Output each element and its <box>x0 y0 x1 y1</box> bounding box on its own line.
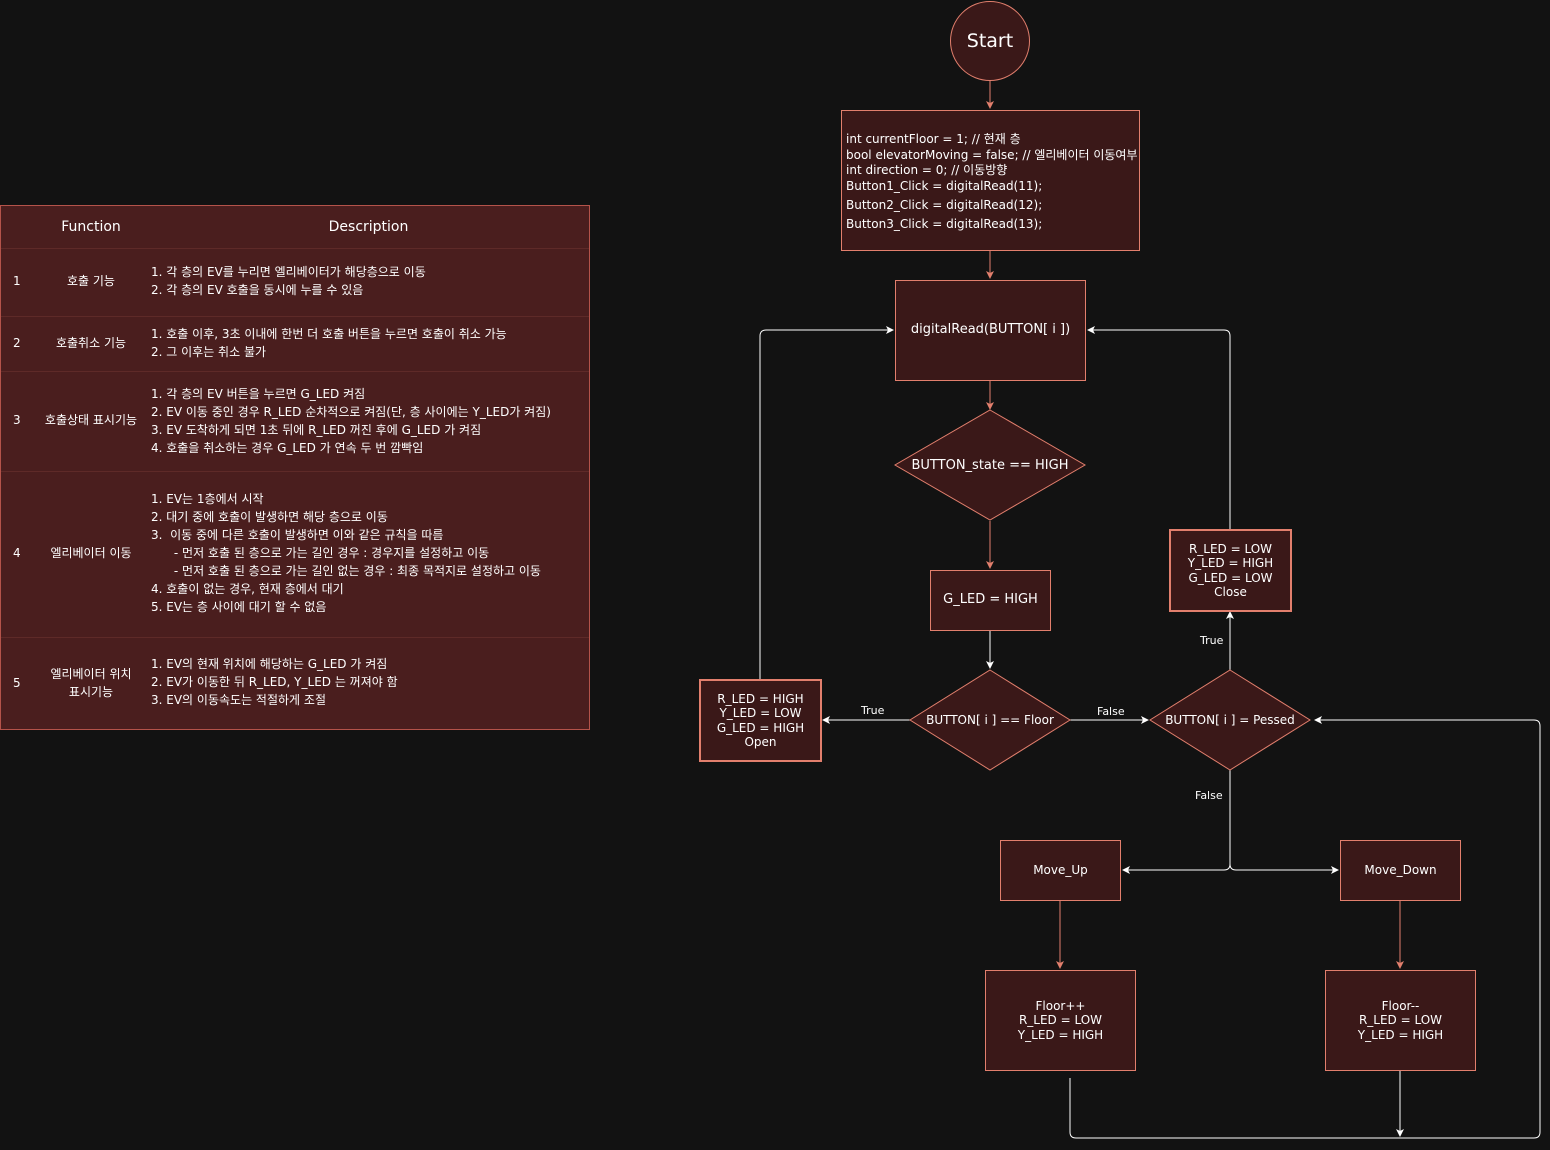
description-line: 1. EV의 현재 위치에 해당하는 G_LED 가 켜짐 <box>151 657 388 671</box>
g-led-high-node: G_LED = HIGH <box>930 570 1051 631</box>
table-row: 2 호출취소 기능 1. 호출 이후, 3초 이내에 한번 더 호출 버튼을 누… <box>1 316 589 372</box>
decision-button-floor: BUTTON[ i ] == Floor <box>926 713 1054 727</box>
code-line: int direction = 0; // 이동방향 <box>846 163 1008 177</box>
decision-button-state: BUTTON_state == HIGH <box>911 457 1069 473</box>
label-false-move: False <box>1193 789 1225 802</box>
table-row: 3 호출상태 표시기능 1. 각 층의 EV 버튼을 누르면 G_LED 켜짐 2… <box>1 371 589 472</box>
row-number: 4 <box>13 546 21 560</box>
row-number: 1 <box>13 274 21 288</box>
description-line: 3. EV 도착하게 되면 1초 뒤에 R_LED 꺼진 후에 G_LED 가 … <box>151 423 482 437</box>
row-description: 1. 각 층의 EV를 누리면 엘리베이터가 해당층으로 이동 2. 각 층의 E… <box>151 263 586 299</box>
label-true-close: True <box>1198 634 1226 647</box>
edge-close-loop-back <box>1087 326 1231 530</box>
row-description: 1. 호출 이후, 3초 이내에 한번 더 호출 버튼을 누르면 호출이 취소 … <box>151 325 586 361</box>
label-false-pressed: False <box>1095 705 1127 718</box>
description-line: 3. EV의 이동속도는 적절하게 조절 <box>151 693 326 707</box>
edge-open-loop-back <box>759 326 894 680</box>
table-row: 5 엘리베이터 위치 표시기능 1. EV의 현재 위치에 해당하는 G_LED… <box>1 637 589 730</box>
description-line: 3. 이동 중에 다른 호출이 발생하면 이와 같은 규칙을 따름 <box>151 528 444 542</box>
floor-increment-node: Floor++ R_LED = LOW Y_LED = HIGH <box>985 970 1136 1071</box>
header-function: Function <box>61 219 121 235</box>
description-line: 2. 각 층의 EV 호출을 동시에 누를 수 있음 <box>151 283 364 297</box>
row-description: 1. EV는 1층에서 시작 2. 대기 중에 호출이 발생하면 해당 층으로 이… <box>151 490 586 616</box>
description-line: 1. EV는 1층에서 시작 <box>151 492 264 506</box>
code-line: int currentFloor = 1; // 현재 층 <box>846 132 1021 146</box>
row-function: 엘리베이터 위치 표시기능 <box>50 667 132 699</box>
description-line: 2. 대기 중에 호출이 발생하면 해당 층으로 이동 <box>151 510 388 524</box>
row-number: 3 <box>13 413 21 427</box>
digitalread-node: digitalRead(BUTTON[ i ]) <box>895 280 1086 381</box>
label-true-open: True <box>859 704 887 717</box>
description-line: - 먼저 호출 된 층으로 가는 길인 경우 : 경우지를 설정하고 이동 <box>151 546 490 560</box>
header-description: Description <box>328 219 409 235</box>
row-function: 호출취소 기능 <box>55 336 127 350</box>
description-line: 4. 호출을 취소하는 경우 G_LED 가 연속 두 번 깜빡임 <box>151 441 424 455</box>
row-description: 1. EV의 현재 위치에 해당하는 G_LED 가 켜짐 2. EV가 이동한 … <box>151 655 586 709</box>
decision-state-shape <box>894 409 1086 521</box>
description-line: 2. 그 이후는 취소 불가 <box>151 345 267 359</box>
description-line: 1. 각 층의 EV 버튼을 누르면 G_LED 켜짐 <box>151 387 366 401</box>
description-line: 5. EV는 층 사이에 대기 할 수 없음 <box>151 600 327 614</box>
code-line: Button1_Click = digitalRead(11); <box>846 178 1043 193</box>
function-table: Function Description 1 호출 기능 1. 각 층의 EV를… <box>0 205 590 730</box>
close-door-node: R_LED = LOW Y_LED = HIGH G_LED = LOW Clo… <box>1169 529 1292 612</box>
decision-button-pressed: BUTTON[ i ] = Pessed <box>1165 713 1295 727</box>
floor-decrement-node: Floor-- R_LED = LOW Y_LED = HIGH <box>1325 970 1476 1071</box>
table-header-row: Function Description <box>1 206 589 249</box>
edge-pressed-false-down <box>1229 863 1339 874</box>
description-line: 1. 호출 이후, 3초 이내에 한번 더 호출 버튼을 누르면 호출이 취소 … <box>151 327 507 341</box>
table-row: 4 엘리베이터 이동 1. EV는 1층에서 시작 2. 대기 중에 호출이 발생… <box>1 471 589 638</box>
description-line: 2. EV 이동 중인 경우 R_LED 순차적으로 켜짐(단, 층 사이에는 … <box>151 405 551 419</box>
table-row: 1 호출 기능 1. 각 층의 EV를 누리면 엘리베이터가 해당층으로 이동 2… <box>1 248 589 317</box>
code-line: Button2_Click = digitalRead(12); <box>846 197 1043 212</box>
description-line: 4. 호출이 없는 경우, 현재 층에서 대기 <box>151 582 344 596</box>
open-door-node: R_LED = HIGH Y_LED = LOW G_LED = HIGH Op… <box>699 679 822 762</box>
edge-floorup-loop <box>1069 716 1541 1139</box>
decision-floor-shape <box>909 669 1071 771</box>
description-line: 2. EV가 이동한 뒤 R_LED, Y_LED 는 꺼져야 함 <box>151 675 398 689</box>
row-number: 5 <box>13 676 21 690</box>
row-function: 호출상태 표시기능 <box>44 413 138 427</box>
row-function: 호출 기능 <box>67 274 115 288</box>
code-line: bool elevatorMoving = false; // 엘리베이터 이동… <box>846 147 1138 162</box>
start-node: Start <box>950 1 1030 81</box>
description-line: 1. 각 층의 EV를 누리면 엘리베이터가 해당층으로 이동 <box>151 265 426 279</box>
move-up-node: Move_Up <box>1000 840 1121 901</box>
description-line: - 먼저 호출 된 층으로 가는 길인 없는 경우 : 최종 목적지로 설정하고… <box>151 564 541 578</box>
edge-pressed-false-up <box>1122 770 1231 874</box>
decision-pressed-shape <box>1149 669 1311 771</box>
move-down-node: Move_Down <box>1340 840 1461 901</box>
row-function: 엘리베이터 이동 <box>50 546 132 560</box>
row-number: 2 <box>13 336 21 350</box>
code-line: Button3_Click = digitalRead(13); <box>846 216 1043 231</box>
row-description: 1. 각 층의 EV 버튼을 누르면 G_LED 켜짐 2. EV 이동 중인 경… <box>151 385 586 457</box>
